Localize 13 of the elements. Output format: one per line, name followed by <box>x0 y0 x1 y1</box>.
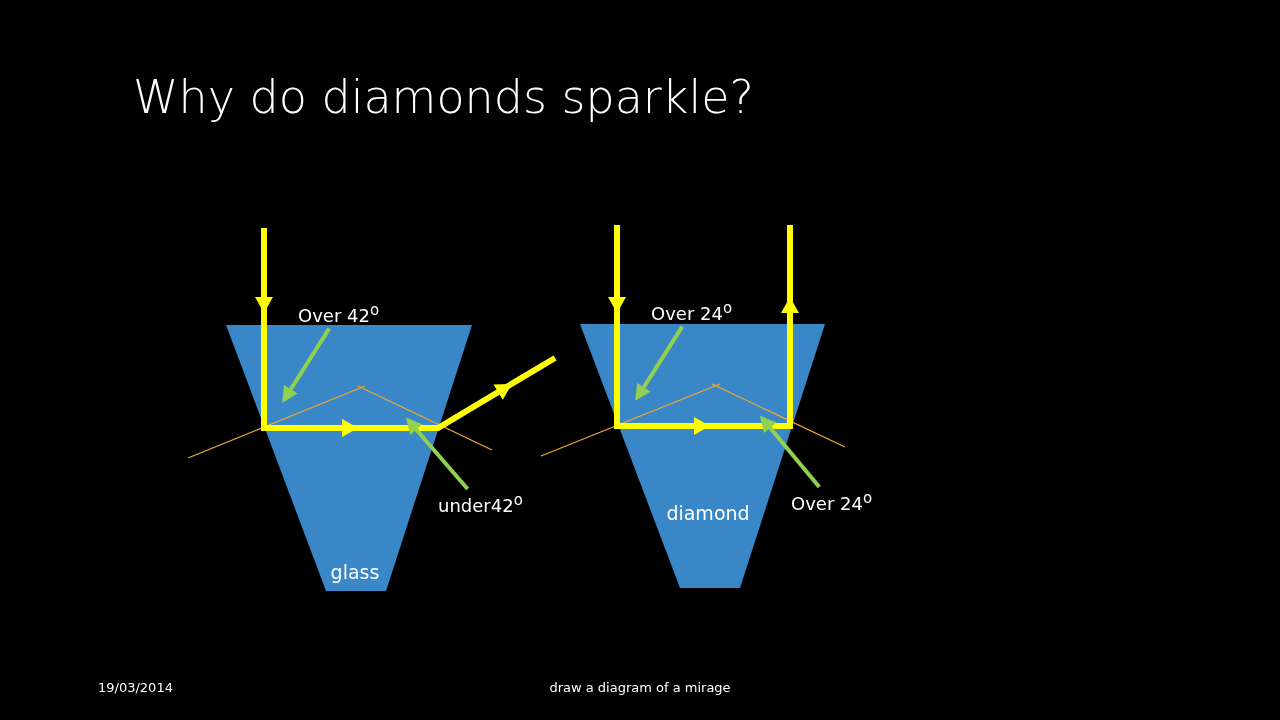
leader-line <box>635 325 684 401</box>
leader-line <box>405 417 470 491</box>
angle-label: under42$^{o}$ <box>438 491 523 517</box>
slide-title: Why do diamonds sparkle? <box>133 70 754 124</box>
leader-line <box>282 327 331 403</box>
material-label: glass <box>330 563 380 582</box>
footer-text: draw a diagram of a mirage <box>549 680 731 695</box>
leader-line <box>759 415 821 489</box>
angle-label: Over 24$^{o}$ <box>791 489 873 515</box>
material-label: diamond <box>666 504 750 523</box>
angle-label: Over 42$^{o}$ <box>298 301 380 327</box>
angle-label: Over 24$^{o}$ <box>651 299 733 325</box>
footer-text: 19/03/2014 <box>98 680 173 695</box>
